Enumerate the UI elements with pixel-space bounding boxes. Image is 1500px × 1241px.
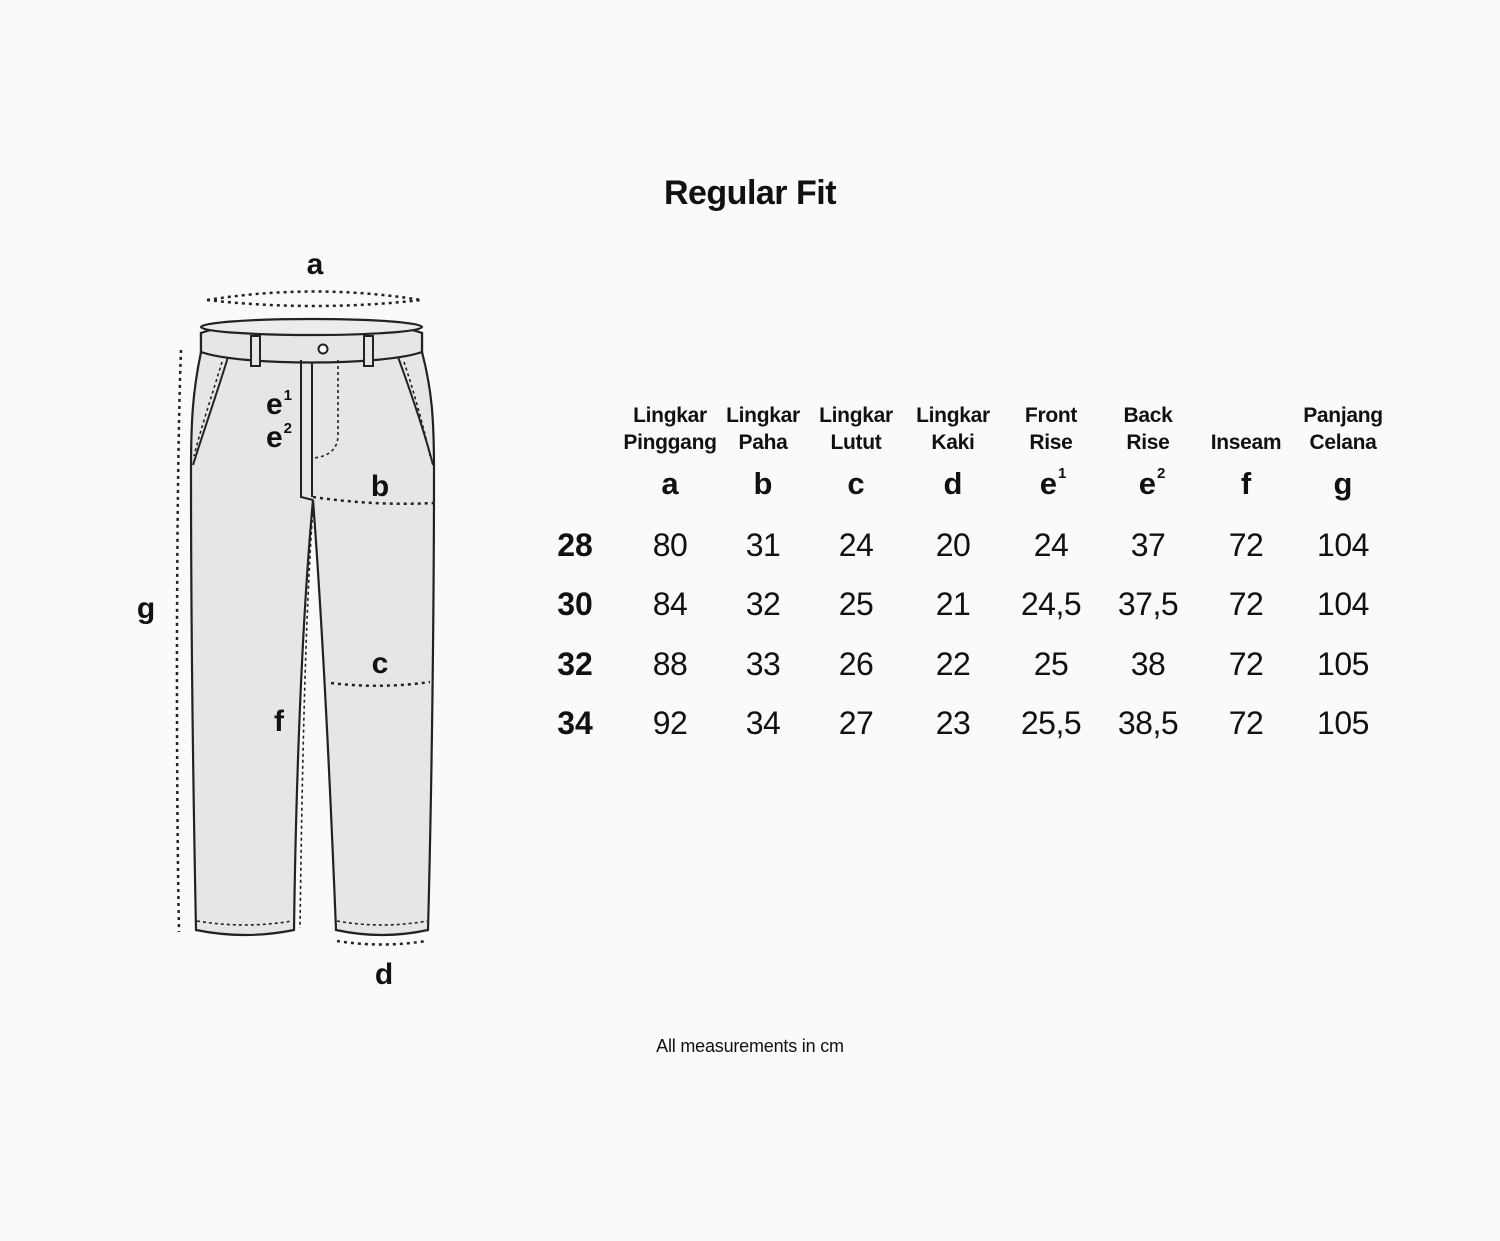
column-letter: e1 [1039, 465, 1067, 501]
pants-shape [189, 331, 436, 937]
table-cell: 38,5 [1117, 705, 1179, 741]
label-a: a [306, 248, 324, 281]
table-cell: 104 [1317, 586, 1369, 622]
column-letter: c [847, 466, 865, 501]
table-cell: 31 [745, 527, 781, 563]
table-cell: 104 [1317, 527, 1369, 563]
label-c: c [371, 647, 389, 680]
column-letter: f [1240, 466, 1252, 501]
table-cell: 32 [745, 586, 781, 622]
table-cell: 33 [745, 646, 781, 682]
size-label: 30 [557, 586, 593, 622]
column-letter: b [753, 466, 773, 501]
table-cell: 72 [1228, 705, 1264, 741]
table-cell: 72 [1228, 527, 1264, 563]
column-letter: g [1333, 466, 1353, 501]
table-cell: 26 [838, 646, 874, 682]
column-letter: e2 [1138, 465, 1166, 501]
page-title: Regular Fit [663, 174, 837, 212]
table-cell: 22 [935, 646, 971, 682]
table-cell: 37 [1130, 527, 1166, 563]
size-label: 28 [557, 527, 593, 563]
table-cell: 84 [652, 586, 688, 622]
table-cell: 23 [935, 705, 971, 741]
table-cell: 72 [1228, 646, 1264, 682]
table-cell: 27 [838, 705, 874, 741]
column-letter: a [661, 466, 679, 501]
label-e2: e2 [265, 420, 293, 454]
table-cell: 37,5 [1117, 586, 1179, 622]
table-cell: 24 [1033, 527, 1069, 563]
column-letter: d [943, 466, 963, 501]
pants-diagram: a e1 e2 b g c f d [0, 0, 520, 1236]
table-cell: 88 [652, 646, 688, 682]
table-cell: 105 [1317, 646, 1369, 682]
table-cell: 25,5 [1020, 705, 1082, 741]
table-cell: 34 [745, 705, 781, 741]
table-cell: 21 [935, 586, 971, 622]
label-f: f [274, 705, 284, 738]
table-cell: 38 [1130, 646, 1166, 682]
table-cell: 20 [935, 527, 971, 563]
column-header: Inseam [1210, 431, 1282, 454]
label-g: g [136, 592, 156, 625]
table-cell: 25 [838, 586, 874, 622]
table-cell: 24 [838, 527, 874, 563]
size-label: 34 [557, 705, 593, 741]
label-e1: e1 [265, 387, 293, 421]
table-cell: 80 [652, 527, 688, 563]
measurement-note: All measurements in cm [656, 1036, 844, 1056]
pants-illustration [175, 290, 436, 946]
label-d: d [374, 958, 394, 991]
table-cell: 105 [1317, 705, 1369, 741]
label-b: b [370, 470, 390, 503]
table-cell: 72 [1228, 586, 1264, 622]
table-cell: 92 [652, 705, 688, 741]
table-cell: 24,5 [1020, 586, 1082, 622]
size-label: 32 [557, 646, 593, 682]
table-cell: 25 [1033, 646, 1069, 682]
